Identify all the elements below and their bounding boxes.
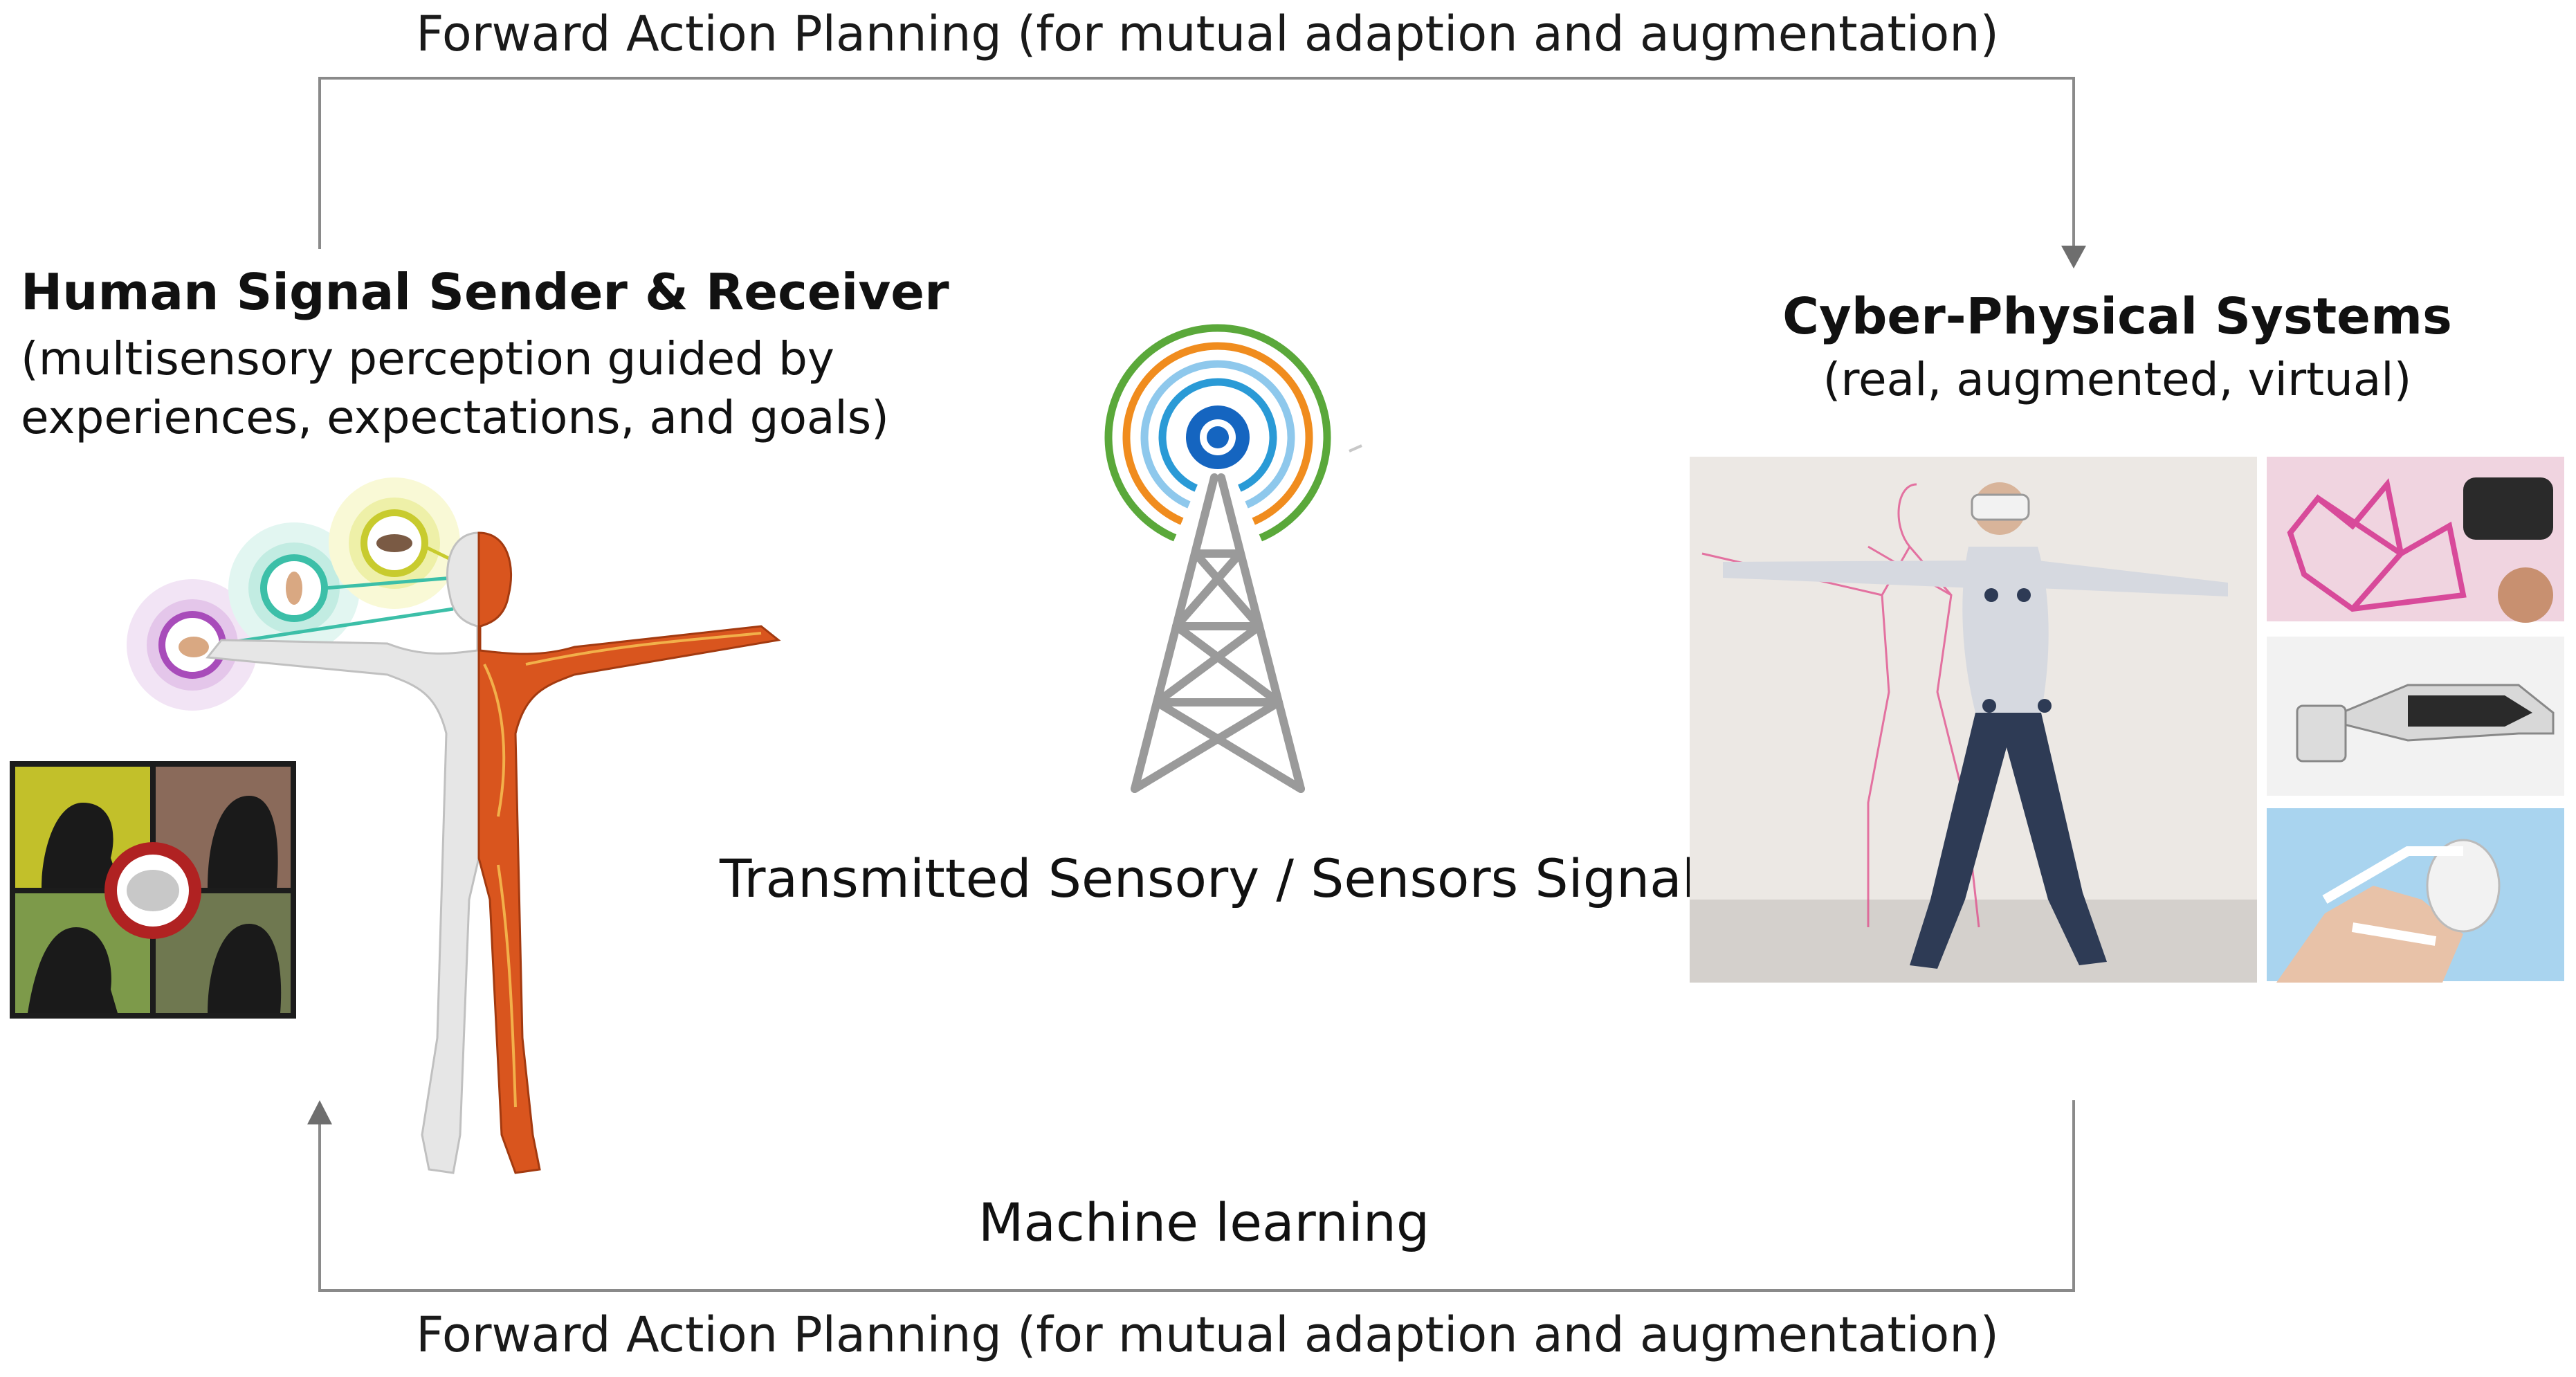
cps-subtitle: (real, augmented, virtual) [1823, 353, 2412, 406]
machine-learning-label: Machine learning [978, 1192, 1430, 1253]
ear-icon [286, 572, 302, 605]
human-subtitle-line1: (multisensory perception guided by [21, 332, 834, 385]
social-cognition-panel [10, 761, 296, 1019]
exoskeleton-hand-icon [2276, 839, 2501, 983]
arrowhead-down-icon [2061, 246, 2086, 268]
vr-headset-icon [2463, 477, 2553, 540]
cps-title: Cyber-Physical Systems [1782, 287, 2452, 345]
human-subtitle-line2: experiences, expectations, and goals) [21, 391, 889, 444]
signal-label: Transmitted Sensory / Sensors Signals [720, 848, 1724, 909]
eye-icon [376, 534, 412, 552]
bottom-forward-arrow [307, 1100, 2075, 1292]
top-arrow-label: Forward Action Planning (for mutual adap… [416, 6, 1999, 62]
vr-user-figure [1723, 482, 2228, 969]
hand-icon [179, 637, 209, 657]
human-title: Human Signal Sender & Receiver [21, 263, 949, 321]
vr-headset-icon [1971, 493, 2030, 521]
cps-image-collage [1690, 457, 2564, 983]
signal-tower-icon [1104, 324, 1362, 793]
brain-icon [127, 870, 179, 911]
bottom-arrow-label: Forward Action Planning (for mutual adap… [416, 1306, 1999, 1363]
virtual-hand-mesh [2287, 478, 2467, 612]
robot-arm-icon [2296, 684, 2555, 763]
human-figure [127, 477, 781, 1174]
top-forward-arrow [318, 77, 2086, 268]
arrowhead-up-icon [307, 1100, 332, 1124]
